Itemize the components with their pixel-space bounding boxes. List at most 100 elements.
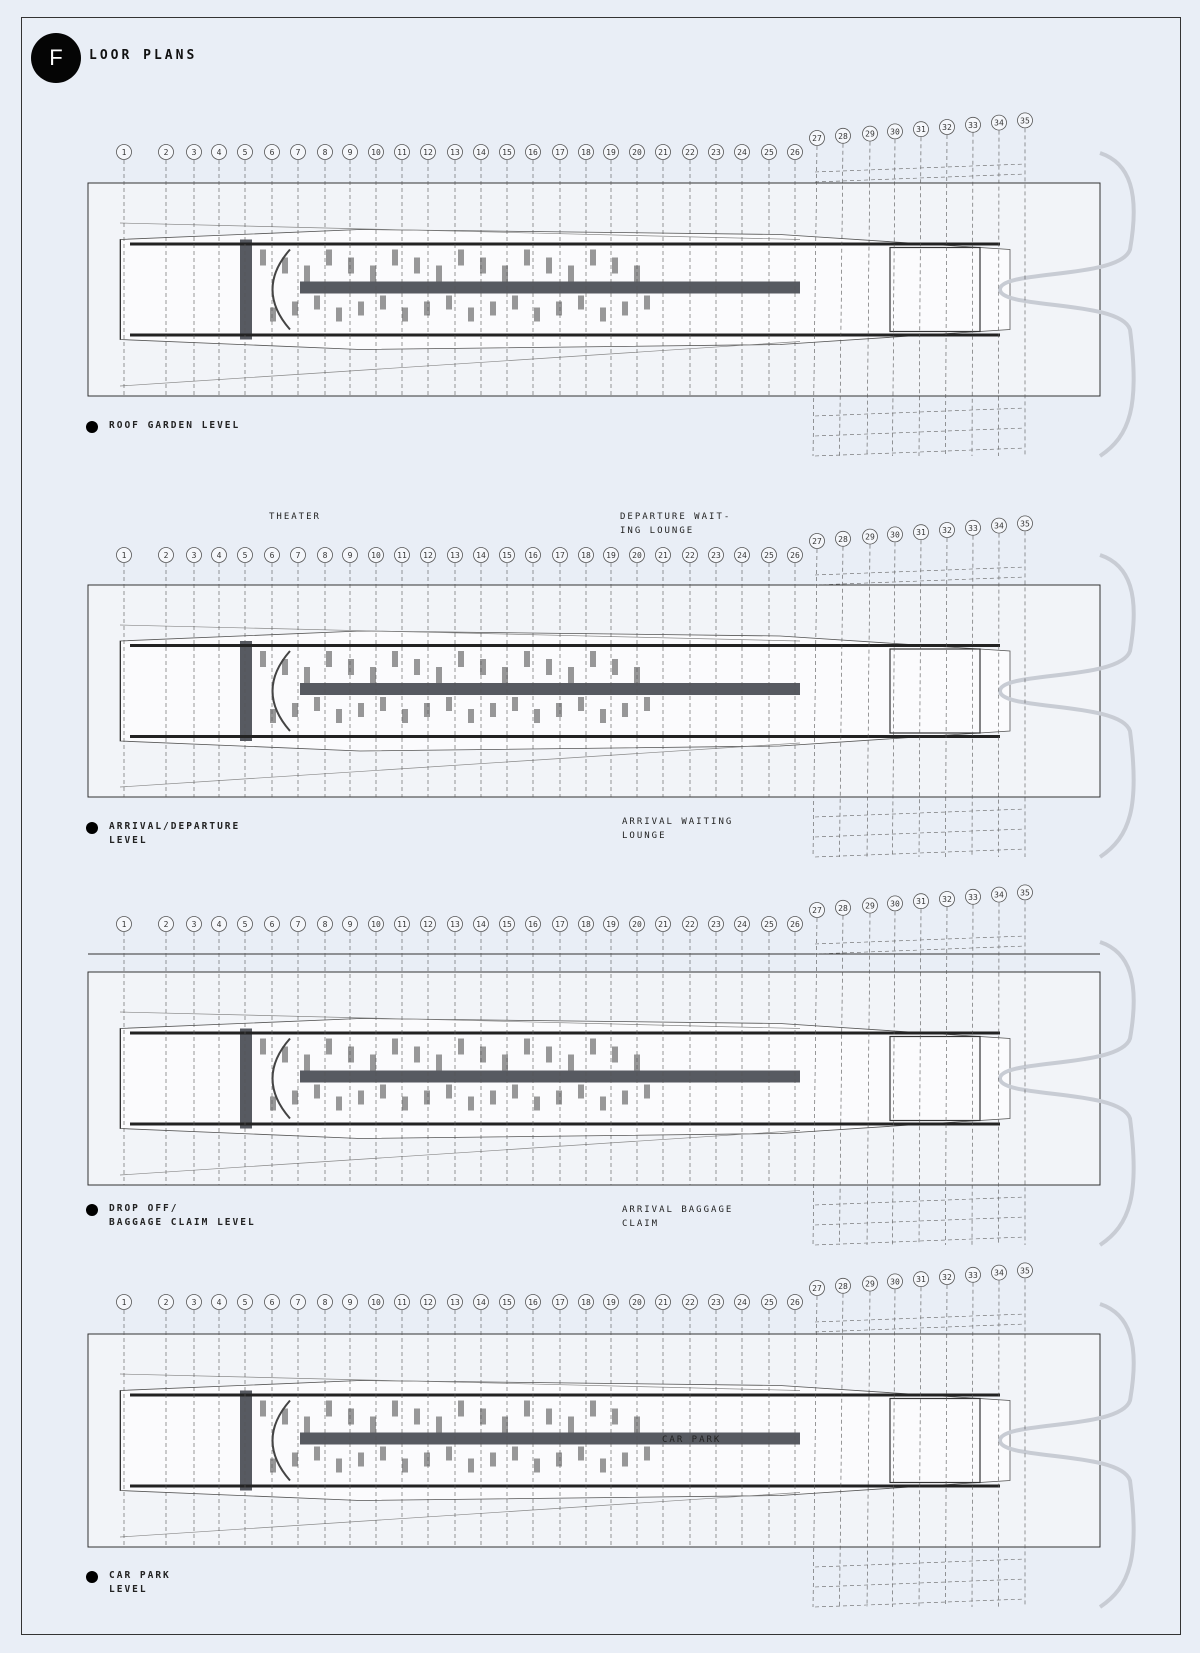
- grid-bubble: [116, 547, 132, 563]
- grid-bubble-label: 25: [764, 148, 774, 157]
- grid-bubble: [1017, 112, 1033, 129]
- grid-bubble: [734, 547, 750, 563]
- grid-line: [971, 132, 974, 457]
- grid-bubble: [237, 144, 253, 160]
- grid-bubble-label: 15: [502, 920, 512, 929]
- grid-bubble-label: 16: [528, 920, 538, 929]
- grid-bubble-label: 16: [528, 1298, 538, 1307]
- grid-bubble-label: 22: [685, 920, 695, 929]
- wall-line: [130, 1484, 1000, 1488]
- level-label-line: LEVEL: [109, 835, 148, 846]
- grid-offset-line: [814, 1598, 1026, 1608]
- grid-bubble-label: 7: [296, 551, 301, 560]
- grid-bubble-label: 9: [348, 920, 353, 929]
- grid-bubble-label: 9: [348, 1298, 353, 1307]
- grid-bubble-label: 35: [1020, 116, 1030, 125]
- grid-bubble: [603, 144, 619, 160]
- theater-seating: [271, 248, 291, 331]
- grid-bubble: [420, 547, 436, 563]
- grid-bubble-label: 10: [371, 148, 381, 157]
- grid-bubble: [603, 1294, 619, 1310]
- grid-bubble-label: 1: [122, 920, 127, 929]
- grid-bubble: [158, 1294, 174, 1310]
- grid-bubble-label: 27: [812, 537, 822, 546]
- grid-bubble-label: 5: [243, 551, 248, 560]
- annotation-baggage-claim: ARRIVAL BAGGAGE CLAIM: [622, 1205, 734, 1229]
- grid-bubble-label: 6: [270, 920, 275, 929]
- grid-bubble: [887, 895, 903, 912]
- grid-bubble-label: 8: [323, 148, 328, 157]
- grid-bubble-label: 8: [323, 551, 328, 560]
- grid-bubble: [211, 1294, 227, 1310]
- grid-bubble: [991, 1264, 1007, 1281]
- grid-bubble: [939, 1269, 955, 1285]
- grid-bubble: [186, 1294, 202, 1310]
- grid-bubble-label: 19: [606, 1298, 616, 1307]
- wall-line: [130, 1122, 1000, 1126]
- grid-offset-line: [814, 427, 1026, 437]
- grid-bubble: [342, 916, 358, 932]
- grid-bubble-label: 25: [764, 551, 774, 560]
- grid-bubble: [447, 1294, 463, 1310]
- grid-bubble: [394, 1294, 410, 1310]
- grid-bubble-label: 19: [606, 148, 616, 157]
- grid-bubble: [761, 144, 777, 160]
- grid-bubble: [809, 130, 825, 146]
- wall-line: [130, 735, 1000, 738]
- grid-line: [866, 544, 871, 858]
- grid-line: [839, 546, 844, 858]
- grid-bubble-label: 20: [632, 148, 642, 157]
- grid-bubble-label: 4: [217, 920, 222, 929]
- grid-bubble: [603, 547, 619, 563]
- grid-bubble: [761, 916, 777, 932]
- grid-bubble-label: 28: [838, 535, 848, 544]
- grid-offset-line: [814, 566, 1026, 576]
- grid-bubble: [211, 547, 227, 563]
- grid-bubble-label: 18: [581, 148, 591, 157]
- grid-bubble: [116, 144, 132, 160]
- grid-bubble-label: 30: [890, 530, 900, 539]
- central-spine: [300, 683, 800, 695]
- grid-bubble-label: 33: [968, 524, 978, 533]
- grid-bubble-label: 12: [423, 551, 433, 560]
- wall-mass: [240, 1390, 252, 1491]
- grid-bubble-label: 7: [296, 148, 301, 157]
- grid-bubble: [965, 116, 981, 133]
- grid-bubble-label: 9: [348, 551, 353, 560]
- annotation-departure-lounge: DEPARTURE WAIT- ING LOUNGE: [620, 512, 732, 536]
- grid-bubble-label: 22: [685, 551, 695, 560]
- wall-line: [130, 644, 1000, 647]
- grid-bubble: [578, 916, 594, 932]
- grid-bubble-label: 34: [994, 522, 1004, 531]
- level-label-drop-off: DROP OFF/BAGGAGE CLAIM LEVEL: [109, 1202, 256, 1230]
- grid-bubble: [835, 127, 851, 144]
- grid-bubble: [787, 547, 803, 563]
- grid-bubble: [290, 144, 306, 160]
- grid-line: [892, 542, 896, 858]
- grid-line: [971, 904, 974, 1246]
- grid-bubble-label: 6: [270, 1298, 275, 1307]
- grid-bubble-label: 10: [371, 920, 381, 929]
- grid-bubble-label: 17: [555, 148, 565, 157]
- theater-seating: [271, 650, 291, 732]
- central-spine: [300, 1070, 800, 1083]
- grid-bubble-label: 23: [711, 148, 721, 157]
- grid-line: [839, 143, 844, 457]
- grid-bubble: [290, 916, 306, 932]
- grid-bubble: [655, 916, 671, 932]
- grid-bubble-label: 35: [1020, 888, 1030, 897]
- grid-bubble-label: 16: [528, 551, 538, 560]
- grid-bubble: [835, 899, 851, 916]
- grid-offset-line: [814, 1196, 1026, 1206]
- grid-bubble: [991, 517, 1007, 534]
- grid-bubble-label: 22: [685, 148, 695, 157]
- grid-bubble-label: 30: [890, 899, 900, 908]
- level-label-line: ARRIVAL/DEPARTURE: [109, 821, 241, 832]
- grid-bubble: [158, 916, 174, 932]
- level-bullet: [86, 1204, 98, 1216]
- grid-offset-line: [814, 935, 1026, 945]
- grid-bubble: [447, 916, 463, 932]
